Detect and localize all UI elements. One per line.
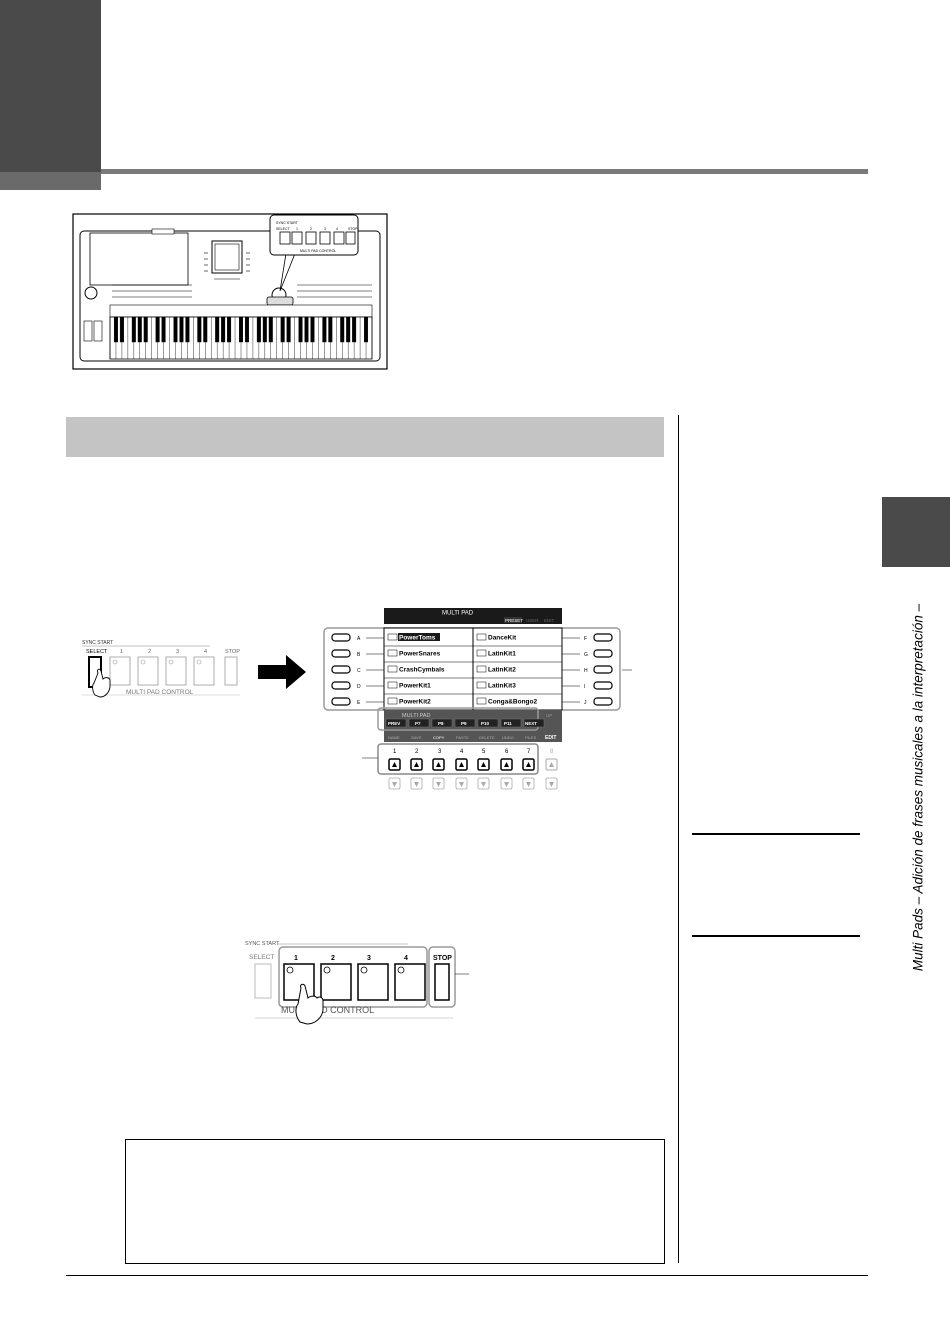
screen-number-6: 6 bbox=[505, 749, 509, 755]
screen-name-button[interactable]: NAME bbox=[388, 735, 400, 740]
screen-number-2: 2 bbox=[415, 749, 419, 755]
callout-stop: STOP bbox=[348, 227, 358, 231]
screen-letter-j: J bbox=[584, 700, 587, 706]
large-sync-start-label: SYNC START bbox=[245, 941, 280, 947]
screen-files-button[interactable]: FILES bbox=[525, 735, 536, 740]
note-box bbox=[125, 1139, 665, 1264]
callout-select: SELECT bbox=[276, 227, 290, 231]
screen-item-b[interactable]: PowerSnares bbox=[399, 651, 441, 658]
screen-number-3: 3 bbox=[438, 749, 442, 755]
screen-title: MULTI PAD bbox=[442, 611, 474, 617]
screen-letter-g: G bbox=[584, 652, 588, 658]
large-pad-4-label: 4 bbox=[404, 955, 408, 962]
callout-pad-3: 3 bbox=[324, 227, 326, 231]
panel-stop-label: STOP bbox=[225, 649, 240, 655]
screen-item-e[interactable]: PowerKit2 bbox=[399, 699, 431, 706]
screen-tab-preset[interactable]: PRESET bbox=[505, 618, 523, 623]
screen-page-p7[interactable]: P7 bbox=[415, 721, 421, 726]
margin-divider bbox=[678, 415, 679, 1263]
callout-pad-1: 1 bbox=[296, 227, 298, 231]
large-footer-label: MULTI PAD CONTROL bbox=[281, 1005, 374, 1015]
callout-pad-4: 4 bbox=[336, 227, 338, 231]
header-rule bbox=[101, 169, 868, 174]
screen-letter-e: E bbox=[357, 700, 361, 706]
screen-undo-button[interactable]: UNDO bbox=[502, 735, 514, 740]
chapter-tab bbox=[0, 0, 101, 172]
large-pad-3-label: 3 bbox=[367, 955, 371, 962]
screen-item-d[interactable]: PowerKit1 bbox=[399, 683, 431, 690]
panel-footer-label: MULTI PAD CONTROL bbox=[126, 689, 194, 696]
multi-pad-screen: MULTI PAD PRESET USER EDIT A B C D E F G bbox=[322, 608, 634, 793]
screen-item-j[interactable]: Conga&Bongo2 bbox=[488, 699, 537, 706]
side-tab-title: Multi Pads – Adición de frases musicales… bbox=[908, 580, 928, 1000]
callout-sync-start: SYNC START bbox=[276, 221, 299, 225]
panel-pad-3-label: 3 bbox=[176, 649, 179, 655]
callout-footer: MULTI PAD CONTROL bbox=[300, 249, 336, 253]
screen-item-i[interactable]: LatinKit3 bbox=[488, 683, 516, 690]
panel-pad-1-label: 1 bbox=[120, 649, 123, 655]
keyboard-illustration: SYNC START SELECT 1 2 3 4 STOP MULTI PAD… bbox=[72, 213, 388, 370]
screen-tab-edit[interactable]: EDIT bbox=[544, 618, 555, 623]
section-heading-bar bbox=[66, 417, 664, 457]
callout-pad-2: 2 bbox=[310, 227, 312, 231]
screen-item-a[interactable]: PowerToms bbox=[399, 635, 436, 642]
multi-pad-panel-small: SYNC START SELECT 1 2 3 4 STOP MULTI PAD… bbox=[82, 640, 240, 698]
screen-folder-label: MULTI PAD bbox=[402, 713, 431, 719]
large-stop-label: STOP bbox=[433, 955, 452, 962]
screen-letter-c: C bbox=[357, 668, 361, 674]
screen-page-p8[interactable]: P8 bbox=[438, 721, 444, 726]
screen-number-8: 8 bbox=[550, 749, 554, 755]
screen-item-g[interactable]: LatinKit1 bbox=[488, 651, 516, 658]
screen-page-p9[interactable]: P9 bbox=[461, 721, 467, 726]
screen-save-button[interactable]: SAVE bbox=[411, 735, 422, 740]
screen-page-prev[interactable]: PREV bbox=[388, 721, 400, 726]
multi-pad-panel-large: SYNC START SELECT 1 2 3 4 STOP MULTI PAD… bbox=[245, 941, 469, 1025]
screen-page-next[interactable]: NEXT bbox=[525, 721, 537, 726]
screen-number-7: 7 bbox=[527, 749, 531, 755]
margin-note-rule-top bbox=[692, 833, 860, 835]
screen-item-h[interactable]: LatinKit2 bbox=[488, 667, 516, 674]
large-pad-1-label: 1 bbox=[294, 955, 298, 962]
screen-letter-f: F bbox=[584, 636, 587, 642]
screen-letter-b: B bbox=[357, 652, 361, 658]
large-pad-2-label: 2 bbox=[331, 955, 335, 962]
screen-item-c[interactable]: CrashCymbals bbox=[399, 667, 445, 674]
screen-letter-d: D bbox=[357, 684, 361, 690]
panel-pad-4-label: 4 bbox=[204, 649, 207, 655]
screen-edit-button[interactable]: EDIT bbox=[545, 735, 556, 741]
footer-rule bbox=[66, 1275, 868, 1276]
margin-note-rule-bottom bbox=[692, 935, 860, 937]
screen-delete-button[interactable]: DELETE bbox=[479, 735, 495, 740]
screen-item-f[interactable]: DanceKit bbox=[488, 635, 517, 642]
screen-number-4: 4 bbox=[460, 749, 464, 755]
screen-letter-i: I bbox=[584, 684, 585, 690]
screen-page-p10[interactable]: P10 bbox=[481, 721, 490, 726]
side-tab bbox=[882, 497, 950, 567]
large-select-label: SELECT bbox=[249, 954, 274, 961]
chapter-tab-base bbox=[0, 172, 101, 190]
panel-select-label: SELECT bbox=[86, 649, 108, 655]
panel-sync-start-label: SYNC START bbox=[82, 640, 113, 646]
screen-paste-button[interactable]: PASTE bbox=[456, 735, 469, 740]
screen-number-1: 1 bbox=[393, 749, 397, 755]
vertical-chapter-title: Multi Pads – Adición de frases musicales… bbox=[910, 603, 926, 972]
screen-letter-h: H bbox=[584, 668, 588, 674]
panel-pad-2-label: 2 bbox=[148, 649, 151, 655]
screen-number-5: 5 bbox=[482, 749, 486, 755]
screen-letter-a: A bbox=[357, 636, 361, 642]
screen-up-label[interactable]: UP bbox=[546, 713, 552, 718]
right-arrow-icon bbox=[258, 655, 306, 689]
screen-page-p11[interactable]: P11 bbox=[504, 721, 512, 726]
screen-tab-user[interactable]: USER bbox=[526, 618, 539, 623]
screen-copy-button[interactable]: COPY bbox=[433, 735, 445, 740]
